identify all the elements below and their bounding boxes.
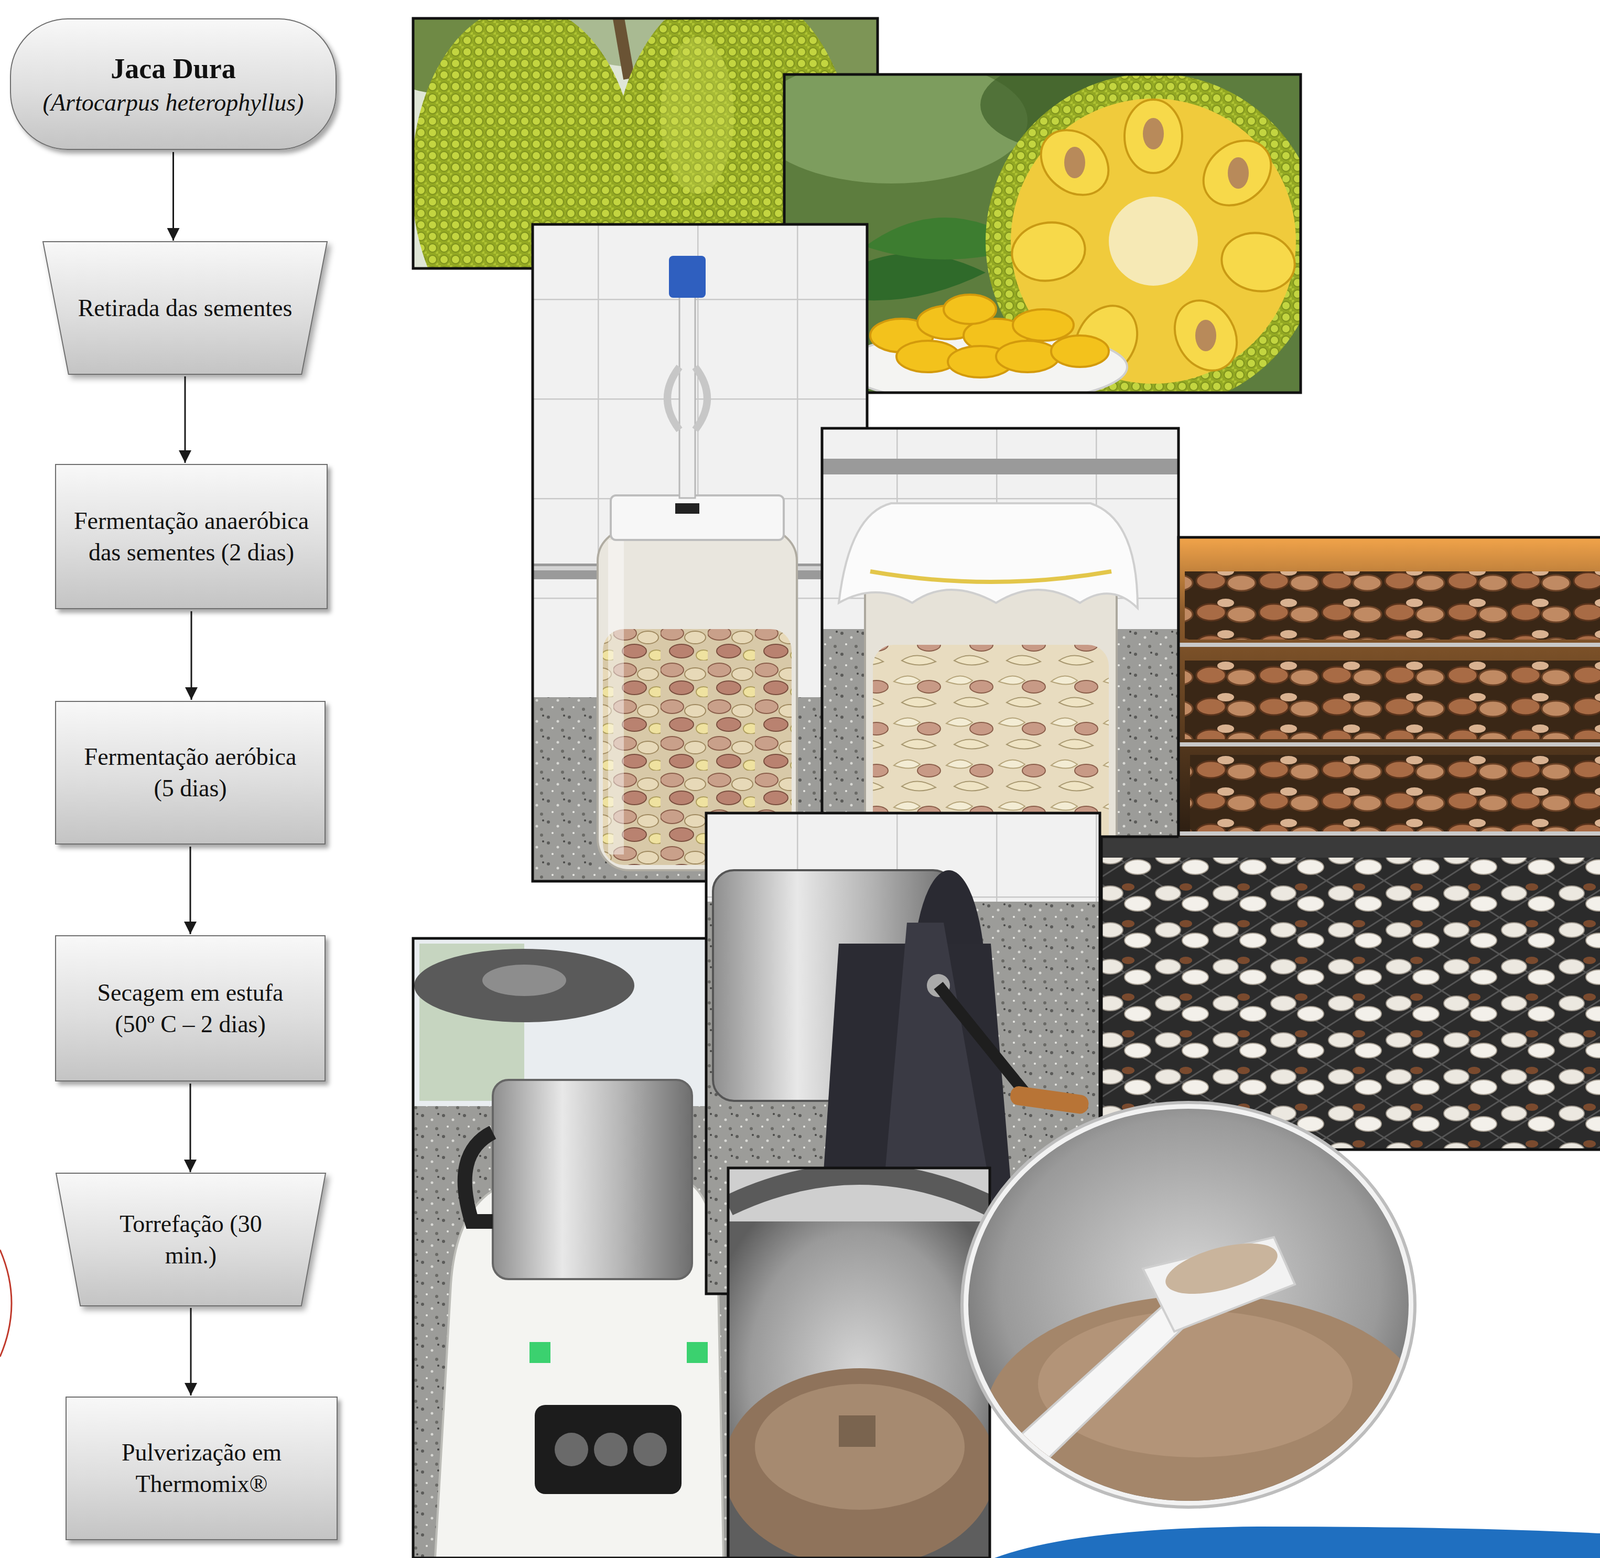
node-label: (Artocarpus heterophyllus) <box>42 87 305 119</box>
trapezoid-outline <box>56 1173 326 1306</box>
text-holder: Jaca Dura(Artocarpus heterophyllus) <box>11 19 336 149</box>
flow-arrow <box>190 1307 192 1396</box>
process-box: Fermentação anaeróbica das sementes (2 d… <box>55 463 328 610</box>
text-holder: Retirada das sementes <box>42 241 328 375</box>
manual-operation: Retirada das sementes <box>42 241 328 375</box>
node-label: Torrefação (30 min.) <box>112 1208 270 1272</box>
photo-frame <box>1101 537 1600 1150</box>
annotation-mark <box>0 1249 12 1357</box>
oven-drying-photo <box>1178 537 1600 837</box>
node-label: Fermentação anaeróbica das sementes (2 d… <box>65 505 318 569</box>
photo-frame <box>413 938 729 1558</box>
start-terminal: Jaca Dura(Artocarpus heterophyllus) <box>9 18 337 150</box>
process-box: Pulverização em Thermomix® <box>65 1396 338 1541</box>
flow-arrow <box>189 846 192 935</box>
manual-operation: Torrefação (30 min.) <box>56 1173 326 1306</box>
photo-frame <box>532 224 868 882</box>
text-holder: Torrefação (30 min.) <box>56 1173 326 1306</box>
flow-arrow <box>189 1083 192 1173</box>
round-photo-frame <box>961 1102 1415 1508</box>
powder-detail-photo <box>964 1106 1426 1537</box>
node-label: Fermentação aeróbica (5 dias) <box>72 741 309 805</box>
node-label: Secagem em estufa (50º C – 2 dias) <box>85 977 296 1041</box>
thermomix-photo <box>413 938 729 1558</box>
node-title: Jaca Dura <box>110 50 236 88</box>
text-holder: Secagem em estufa (50º C – 2 dias) <box>56 936 325 1081</box>
anaerobic-jar-photo <box>532 224 868 882</box>
node-label: Pulverização em Thermomix® <box>91 1436 312 1500</box>
photo-frame <box>728 1168 990 1558</box>
process-box: Secagem em estufa (50º C – 2 dias) <box>55 935 326 1082</box>
powder-bowl-photo <box>728 1168 990 1558</box>
text-holder: Pulverização em Thermomix® <box>66 1397 337 1540</box>
flow-arrow <box>172 152 175 241</box>
text-holder: Fermentação anaeróbica das sementes (2 d… <box>56 465 327 609</box>
node-label: Retirada das sementes <box>78 292 293 324</box>
decorative-wave <box>994 1526 1600 1558</box>
flow-arrow <box>184 376 187 463</box>
flow-arrow <box>190 611 193 700</box>
process-box: Fermentação aeróbica (5 dias) <box>55 700 326 845</box>
text-holder: Fermentação aeróbica (5 dias) <box>56 701 325 844</box>
